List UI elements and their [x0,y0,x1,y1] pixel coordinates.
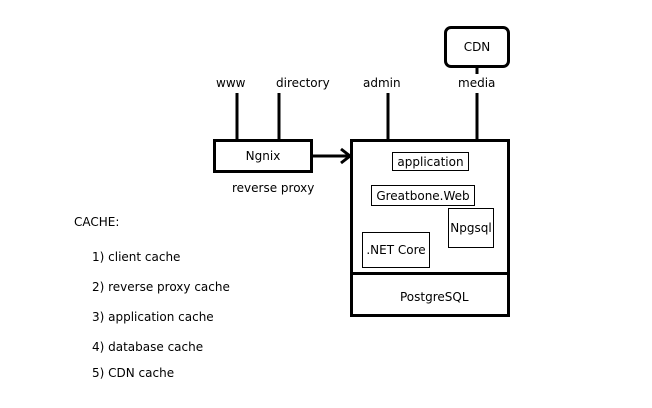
npgsql-box: Npgsql [448,208,494,248]
netcore-box: .NET Core [362,232,430,268]
npgsql-label: Npgsql [450,221,492,235]
label-admin: admin [363,76,401,90]
cdn-box: CDN [444,26,510,68]
proxy-box-label: Ngnix [245,149,281,163]
proxy-caption: reverse proxy [232,181,315,195]
cache-item: 5) CDN cache [92,366,175,380]
cdn-label: CDN [463,40,491,54]
server-divider [353,272,507,275]
label-directory: directory [276,76,330,90]
label-www: www [216,76,246,90]
cache-item: 2) reverse proxy cache [92,280,230,294]
application-box: application [392,152,469,171]
cache-item: 1) client cache [92,250,181,264]
greatbone-label: Greatbone.Web [376,188,470,203]
label-media: media [458,76,496,90]
cache-title: CACHE: [74,215,120,229]
proxy-box: Ngnix [213,139,313,173]
application-label: application [397,154,464,169]
cache-item: 4) database cache [92,340,204,354]
netcore-label: .NET Core [366,243,426,257]
cache-item: 3) application cache [92,310,214,324]
postgres-label: PostgreSQL [400,290,469,304]
server-box: application Greatbone.Web Npgsql .NET Co… [350,139,510,317]
greatbone-box: Greatbone.Web [371,185,475,206]
